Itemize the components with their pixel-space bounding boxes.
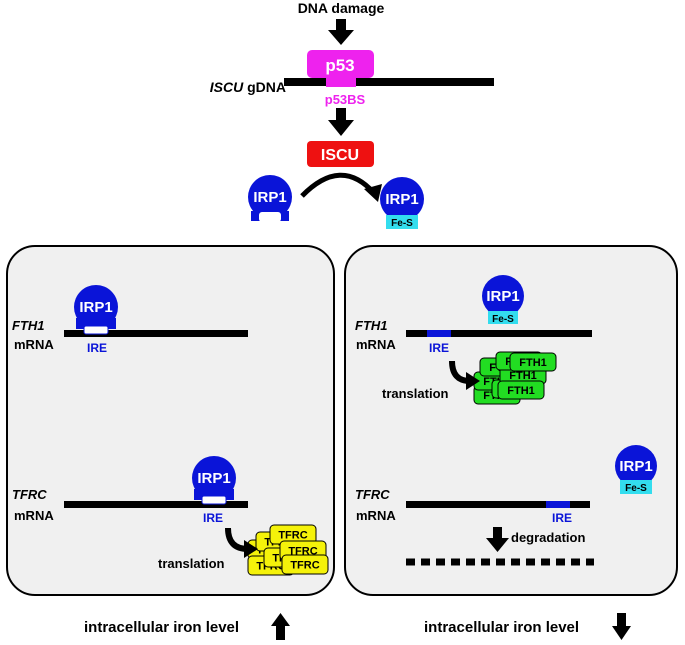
left-ire-tfrc-label: IRE — [203, 511, 223, 525]
right-translation-arrowhead-icon — [466, 372, 480, 390]
left-fth1-gene-label: FTH1 — [12, 318, 45, 333]
left-tfrc-protein-stack: TFRCTFRCTFRCTFRCTFRCTFRCTFRC — [247, 524, 329, 576]
left-irp1-tfrc-shape — [192, 456, 236, 505]
right-fth1-mrna-line — [406, 330, 592, 337]
left-ire-fth1-label: IRE — [87, 341, 107, 355]
irp1-apo-shape — [248, 175, 292, 222]
dna-damage-label: DNA damage — [298, 0, 385, 16]
iscu-gdna-line — [284, 78, 494, 86]
degradation-arrow-icon — [486, 527, 509, 552]
left-fth1-mrna-line — [64, 330, 248, 337]
right-ire-tfrc-label: IRE — [552, 511, 572, 525]
tfrc-protein-box — [281, 554, 329, 575]
right-iron-level-label: intracellular iron level — [424, 619, 579, 636]
right-irp1-free-shape — [615, 445, 657, 494]
conversion-arrow-icon — [300, 172, 376, 198]
right-ire-tfrc-segment — [546, 501, 570, 508]
gdna-suffix: gDNA — [243, 79, 286, 95]
arrow-down-icon — [328, 19, 354, 45]
irp1-holo-shape — [380, 177, 424, 229]
iron-level-up-arrow-icon — [271, 613, 290, 640]
p53-binding-site — [326, 77, 356, 87]
right-irp1-free-label: IRP1 — [619, 458, 652, 475]
left-irp1-fth1-label: IRP1 — [79, 299, 112, 316]
fth1-protein-box — [509, 352, 557, 372]
right-tfrc-mrna-line — [406, 501, 590, 508]
right-fes-free-label: Fe-S — [625, 483, 647, 494]
right-ire-fth1-segment — [427, 330, 451, 337]
left-tfrc-mrna-line — [64, 501, 248, 508]
irp1-apo-label: IRP1 — [253, 189, 286, 206]
right-ire-fth1-label: IRE — [429, 341, 449, 355]
fes-label: Fe-S — [391, 218, 413, 229]
left-iron-level-label: intracellular iron level — [84, 619, 239, 636]
fth1-protein-label: FTH1 — [519, 357, 547, 369]
p53-box — [307, 50, 374, 78]
iscu-gdna-label: ISCU gDNA — [210, 79, 286, 95]
right-fes-fth1-label: Fe-S — [492, 314, 514, 325]
left-translation-arrowhead-icon — [244, 540, 258, 558]
fth1-protein-label: FTH1 — [507, 385, 535, 397]
left-tfrc-mrna-label: mRNA — [14, 508, 54, 523]
iscu-box — [307, 141, 374, 167]
tfrc-protein-label: TFRC — [278, 530, 307, 542]
arrow-down-icon — [328, 108, 354, 136]
iscu-gene-name: ISCU — [210, 79, 244, 95]
left-tfrc-gene-label: TFRC — [12, 487, 47, 502]
left-fth1-mrna-label: mRNA — [14, 337, 54, 352]
conversion-arrowhead-icon — [364, 184, 382, 202]
fth1-protein-label: FTH1 — [509, 370, 537, 382]
right-tfrc-gene-label: TFRC — [355, 487, 390, 502]
p53-label: p53 — [325, 56, 354, 75]
irp1-holo-label: IRP1 — [385, 191, 418, 208]
tfrc-protein-label: TFRC — [290, 560, 319, 572]
right-irp1-fth1-label: IRP1 — [486, 288, 519, 305]
right-irp1-fth1-shape — [482, 275, 524, 324]
right-tfrc-mrna-label: mRNA — [356, 508, 396, 523]
left-translation-label: translation — [158, 556, 225, 571]
fth1-protein-box — [497, 380, 545, 400]
right-translation-label: translation — [382, 386, 449, 401]
iron-level-down-arrow-icon — [612, 613, 631, 640]
iscu-label: ISCU — [321, 147, 359, 164]
left-irp1-tfrc-label: IRP1 — [197, 470, 230, 487]
right-fth1-protein-stack: FTH1FTH1FTH1FTH1FTH1FTH1FTH1FTH1 — [473, 351, 557, 405]
left-irp1-fth1-shape — [74, 285, 118, 335]
right-fth1-gene-label: FTH1 — [355, 318, 388, 333]
degradation-label: degradation — [511, 530, 585, 545]
p53bs-label: p53BS — [325, 92, 366, 107]
right-fth1-mrna-label: mRNA — [356, 337, 396, 352]
